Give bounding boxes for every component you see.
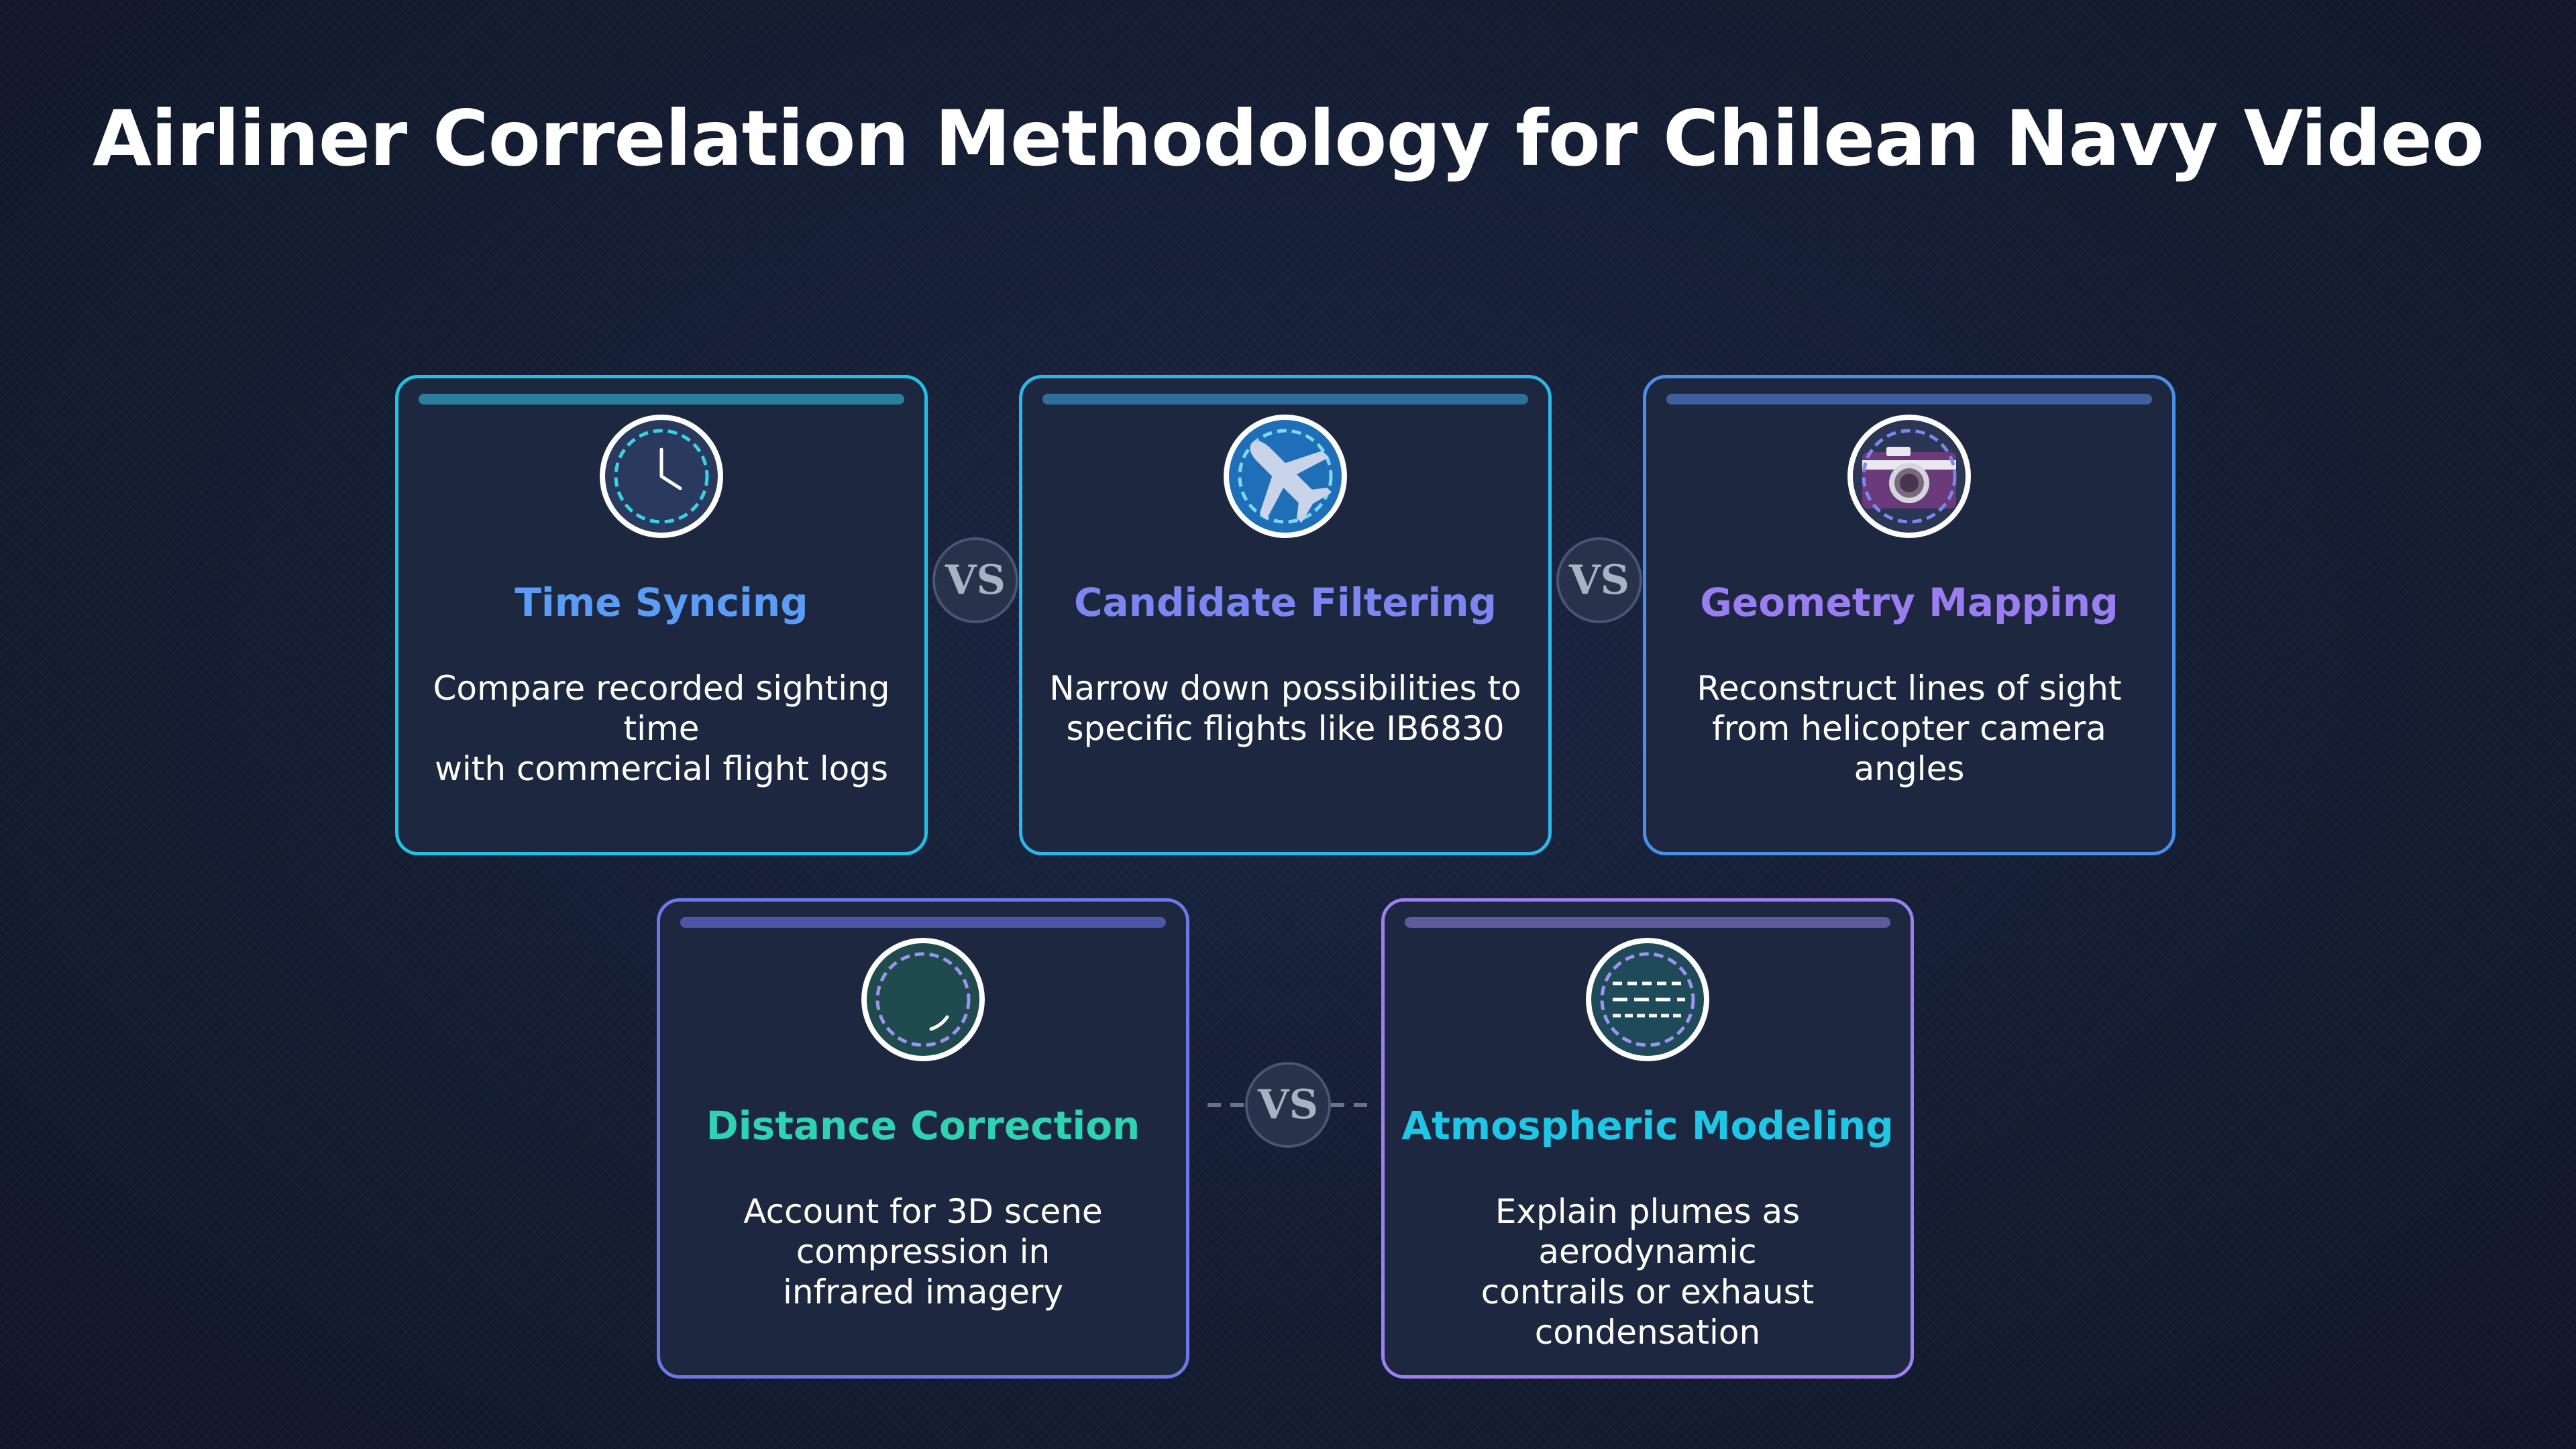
card-accent-bar bbox=[1666, 394, 2152, 405]
card-candidate-filtering: Candidate Filtering Narrow down possibil… bbox=[1019, 375, 1552, 855]
ruler-circle-icon bbox=[861, 938, 985, 1061]
vs-badge: VS bbox=[1245, 1062, 1331, 1148]
card-geometry-mapping: Geometry Mapping Reconstruct lines of si… bbox=[1643, 375, 2176, 855]
card-atmospheric-modeling: Atmospheric Modeling Explain plumes as a… bbox=[1381, 898, 1914, 1379]
card-title: Geometry Mapping bbox=[1700, 580, 2118, 625]
card-description: Narrow down possibilities to specific fl… bbox=[1049, 669, 1521, 748]
card-time-syncing: Time Syncing Compare recorded sighting t… bbox=[395, 375, 928, 855]
page-title: Airliner Correlation Methodology for Chi… bbox=[92, 94, 2484, 183]
card-description: Account for 3D scene compression in infr… bbox=[743, 1192, 1103, 1311]
card-description: Reconstruct lines of sight from helicopt… bbox=[1697, 669, 2122, 788]
card-accent-bar bbox=[1405, 917, 1890, 928]
connector-dash bbox=[1331, 1103, 1373, 1107]
card-distance-correction: Distance Correction Account for 3D scene… bbox=[657, 898, 1189, 1379]
card-title: Distance Correction bbox=[706, 1103, 1140, 1148]
card-title: Candidate Filtering bbox=[1073, 580, 1497, 625]
vs-badge: VS bbox=[1556, 537, 1642, 623]
wind-lines-icon bbox=[1586, 938, 1709, 1061]
card-accent-bar bbox=[419, 394, 904, 405]
connector-dash bbox=[1208, 1103, 1245, 1107]
card-title: Atmospheric Modeling bbox=[1401, 1103, 1894, 1148]
card-title: Time Syncing bbox=[515, 580, 808, 625]
card-description: Compare recorded sighting time with comm… bbox=[433, 669, 890, 788]
card-description: Explain plumes as aerodynamic contrails … bbox=[1481, 1192, 1815, 1352]
airplane-icon bbox=[1224, 415, 1347, 538]
camera-icon bbox=[1847, 415, 1971, 538]
card-accent-bar bbox=[680, 917, 1166, 928]
card-accent-bar bbox=[1042, 394, 1528, 405]
vs-badge: VS bbox=[932, 537, 1018, 623]
clock-icon bbox=[600, 415, 723, 538]
